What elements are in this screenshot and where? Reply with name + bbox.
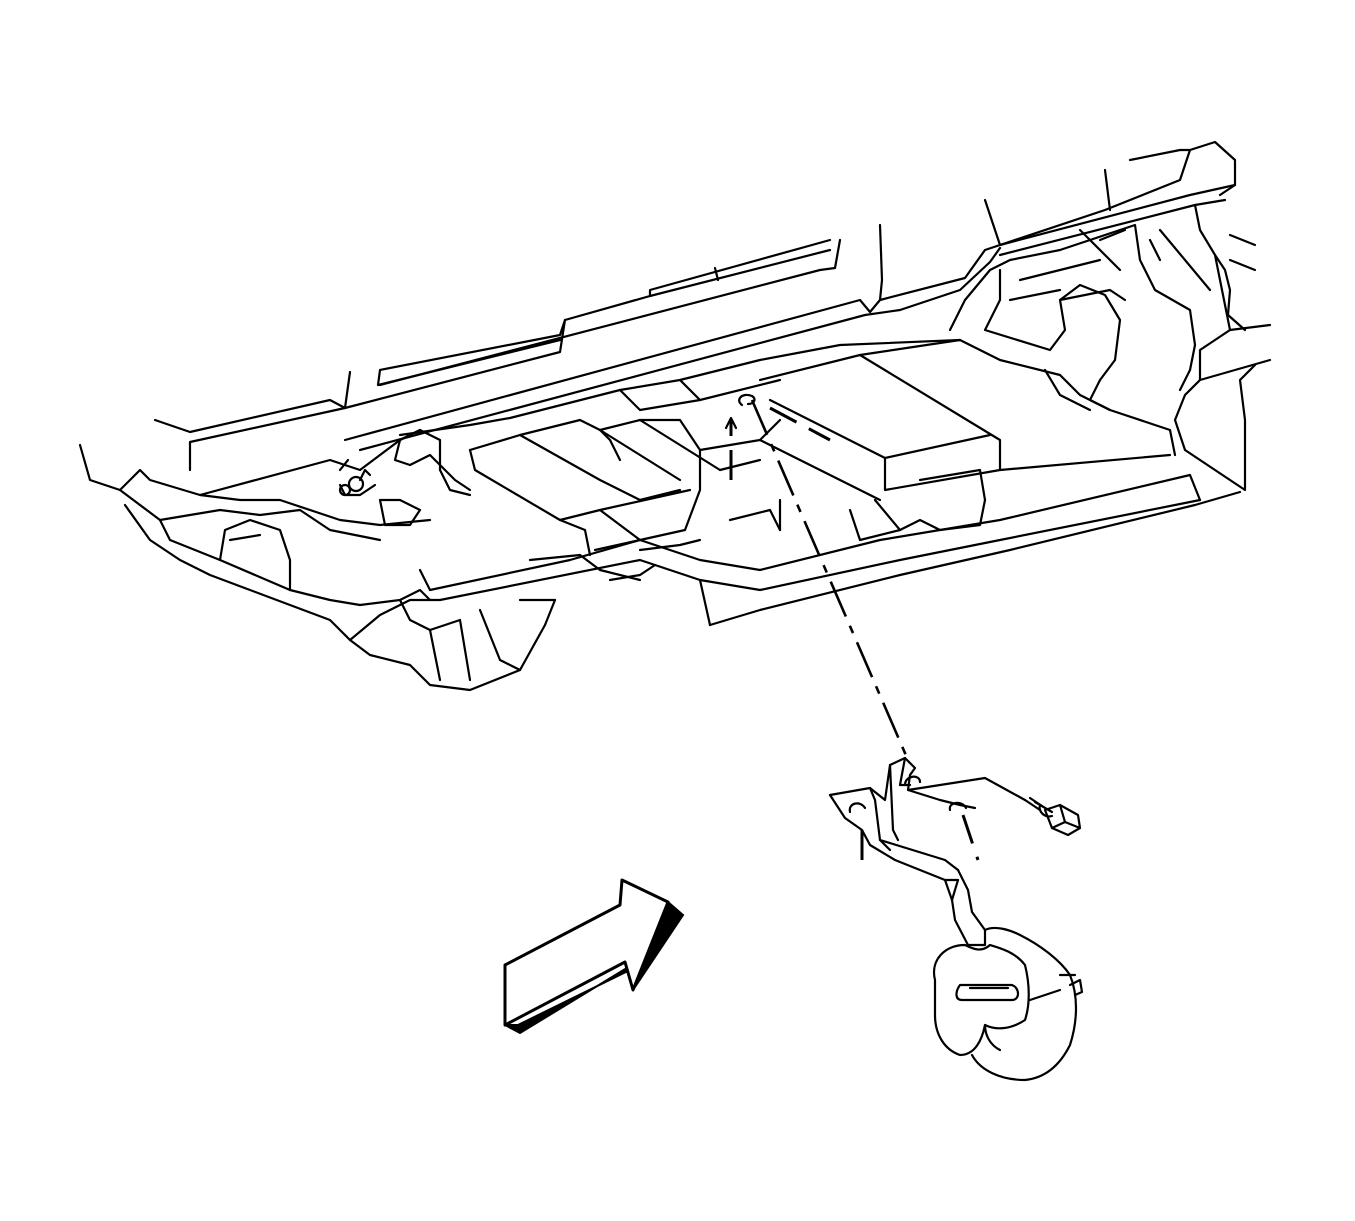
- view-arrow-shadow: [504, 900, 685, 1035]
- exhaust-hanger-bracket: [828, 756, 1027, 947]
- rubber-exhaust-insulator: [932, 926, 1084, 1082]
- bracket-bolt: [1023, 796, 1082, 837]
- alignment-line-upper: [769, 406, 831, 442]
- mount-hole: [738, 393, 756, 407]
- vehicle-underbody: [78, 140, 1272, 692]
- view-direction-arrow: [503, 878, 685, 1035]
- alignment-line-bracket: [750, 399, 910, 761]
- alignment-line-bracket-right: [961, 814, 980, 861]
- alignment-lines: [724, 399, 980, 870]
- view-arrow-body: [503, 878, 670, 1027]
